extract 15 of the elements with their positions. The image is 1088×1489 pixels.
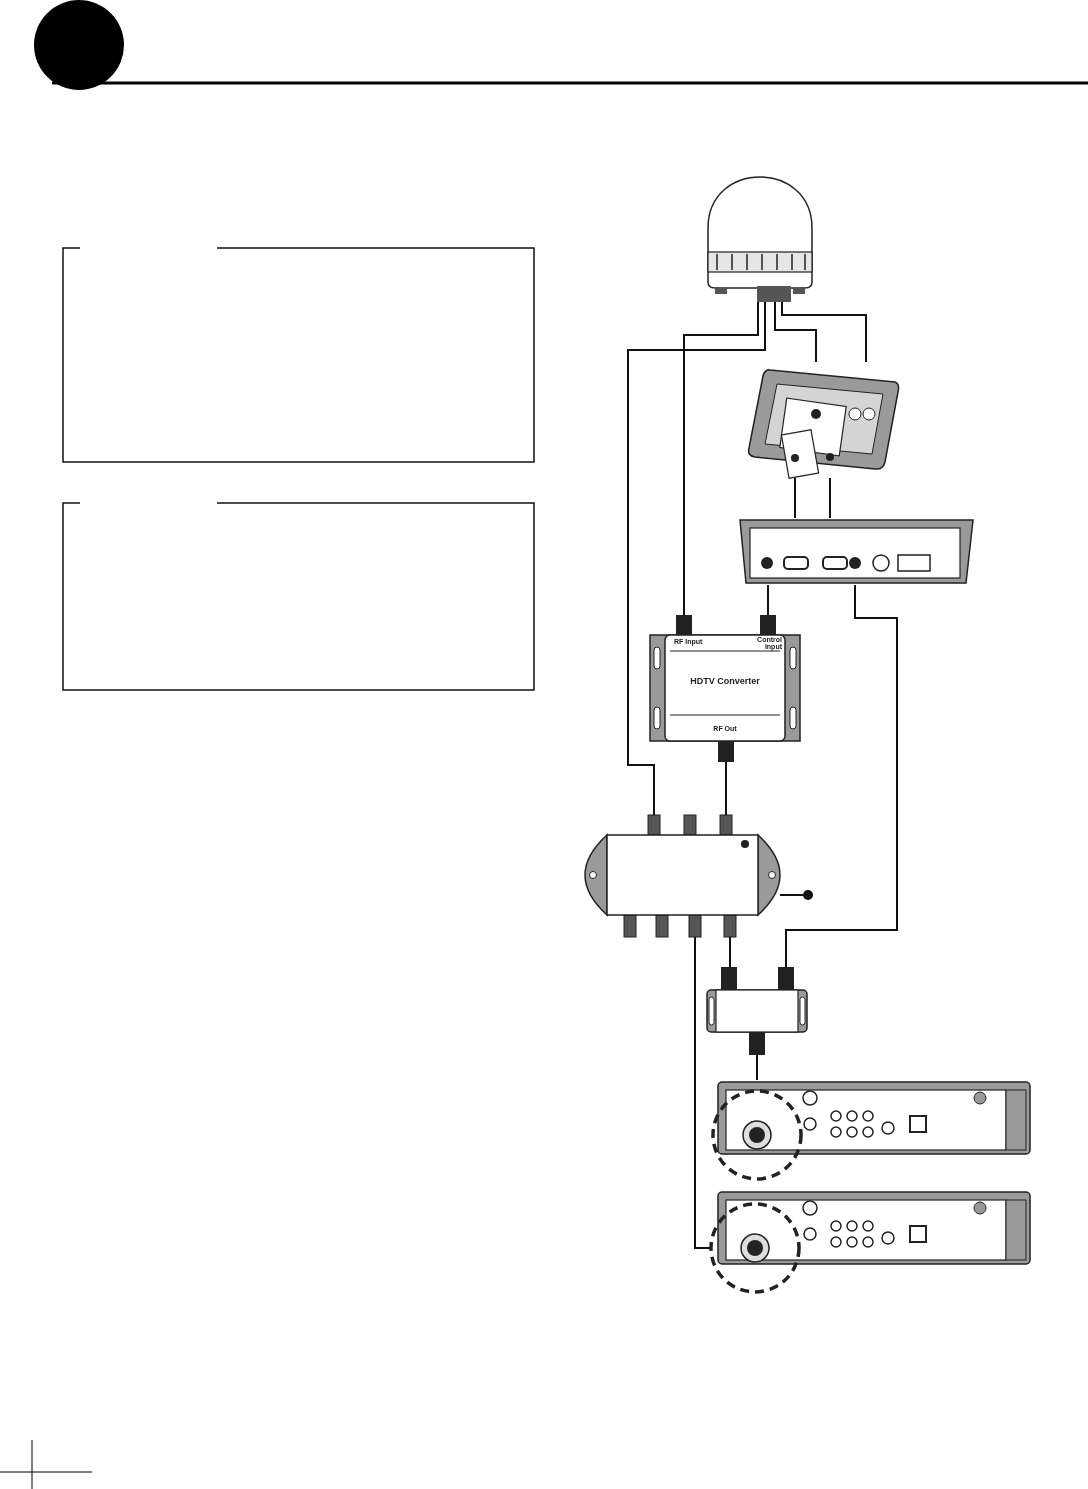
cable-line [725, 761, 727, 816]
cable-line [756, 1054, 758, 1081]
cable-line [785, 584, 898, 968]
cable-line [829, 477, 831, 519]
cable-line [683, 301, 759, 616]
cable-line [767, 584, 769, 616]
cable-line [779, 894, 804, 896]
terminal-dot [803, 890, 813, 900]
cable-line [694, 936, 711, 1249]
cable-line [627, 301, 766, 816]
cable-line [794, 477, 796, 519]
device-label: HDTV Converter [689, 677, 761, 687]
cable-line [781, 301, 867, 363]
cable-line [774, 301, 817, 363]
cable-line [729, 936, 731, 968]
